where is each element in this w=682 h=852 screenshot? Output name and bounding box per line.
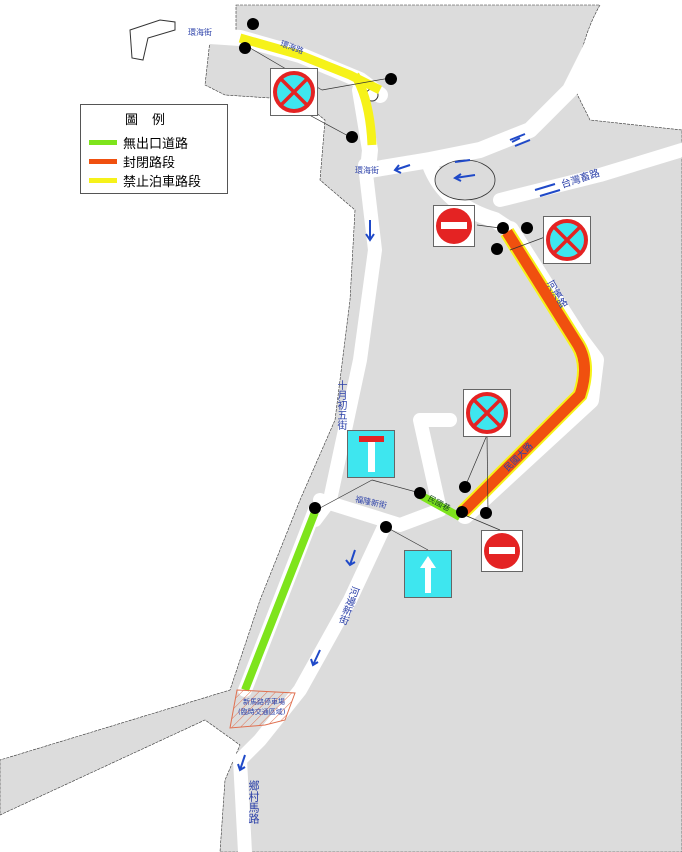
area-label: (臨時交通區域): [238, 708, 286, 716]
no-parking-icon: [466, 392, 508, 434]
temporary-parking-area: [229, 689, 296, 729]
legend-swatch: [89, 178, 117, 183]
arrow-up-icon: [420, 556, 436, 593]
no-parking-sign: [270, 68, 318, 116]
dead-end-sign: [347, 430, 395, 478]
legend-label: 封閉路段: [123, 156, 176, 171]
roundabout-island: [434, 159, 496, 201]
one-way-sign: [404, 550, 452, 598]
dead-end-icon: [359, 436, 384, 472]
dead-end-segment: [418, 491, 462, 521]
legend-swatch: [89, 140, 117, 145]
no-entry-icon: [484, 533, 520, 569]
pier: [129, 19, 176, 61]
closed-road-segment-core: [459, 229, 590, 516]
no-parking-icon: [273, 71, 315, 113]
no-entry-sign: [481, 530, 523, 572]
no-parking-sign: [543, 216, 591, 264]
legend-item-no-parking: 禁止泊車路段: [89, 171, 201, 190]
map-legend: 圖例 無出口道路 封閉路段 禁止泊車路段: [80, 104, 228, 194]
legend-item-dead-end: 無出口道路: [89, 133, 188, 152]
legend-title: 圖例: [125, 113, 180, 128]
road-label: 鄉村馬路: [247, 780, 260, 824]
no-parking-icon: [546, 219, 588, 261]
area-label: 新馬路停車場: [243, 698, 285, 706]
no-entry-sign: [433, 205, 475, 247]
road-label: 環海街: [355, 166, 379, 175]
no-parking-sign: [463, 389, 511, 437]
legend-item-closed: 封閉路段: [89, 152, 175, 171]
bollards: [239, 18, 533, 533]
dead-end-segment: [241, 510, 319, 692]
legend-swatch: [89, 159, 117, 164]
road-label: 十月初五街: [335, 380, 346, 430]
legend-label: 禁止泊車路段: [123, 175, 202, 190]
road-label: 環海街: [188, 28, 212, 37]
legend-label: 無出口道路: [123, 137, 189, 152]
no-entry-icon: [436, 208, 472, 244]
direction-arrows: [237, 133, 561, 772]
